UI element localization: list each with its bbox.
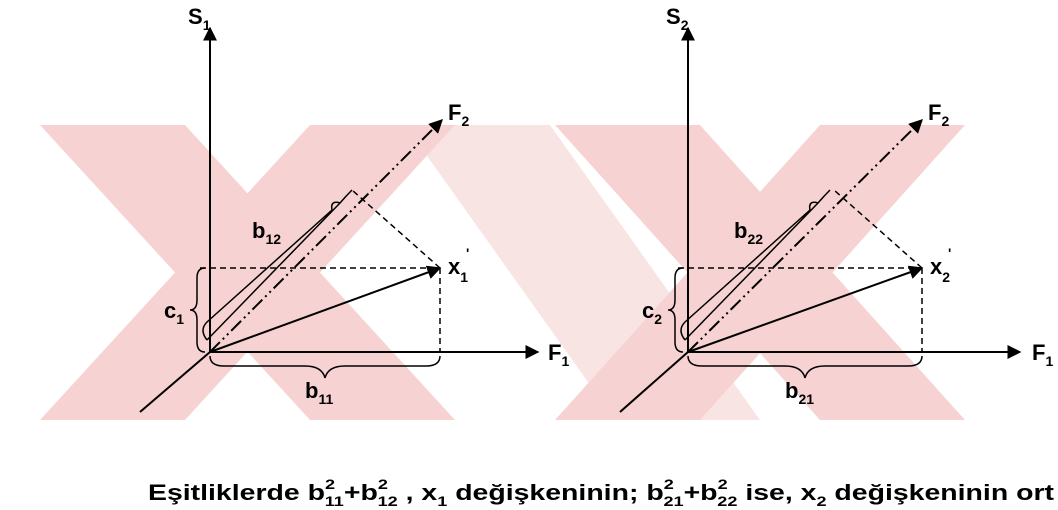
brace-b22 [680, 189, 831, 341]
label-s1: S1 [188, 4, 211, 33]
label-f1-right: F1 [1032, 340, 1053, 369]
label-b22: b22 [734, 218, 763, 247]
depth-axis-left [139, 351, 211, 413]
label-b21: b21 [785, 378, 814, 407]
right-diagram [619, 26, 1022, 413]
f2-axis-right [687, 119, 923, 353]
label-c2: c2 [642, 298, 662, 327]
depth-axis-right [619, 351, 689, 413]
label-f2-left: F2 [448, 100, 469, 129]
formula-2: b [646, 480, 663, 505]
brace-c1 [189, 267, 206, 353]
x1-vector [209, 265, 442, 353]
label-x1-prime: ' [466, 245, 469, 261]
watermark [40, 125, 965, 420]
f2-axis-left [209, 119, 443, 353]
formula-1: b [308, 480, 325, 505]
x2-vector [687, 265, 924, 353]
label-f1-left: F1 [548, 340, 569, 369]
label-b11: b11 [305, 378, 333, 407]
label-x1: x1 [448, 254, 468, 285]
label-x2-prime: ' [948, 245, 951, 261]
label-c1: c1 [164, 298, 184, 327]
brace-b21 [687, 355, 923, 379]
label-f2-right: F2 [928, 100, 949, 129]
label-b12: b12 [252, 218, 281, 247]
brace-c2 [667, 267, 684, 353]
brace-b11 [209, 355, 441, 379]
label-x2: x2 [930, 254, 950, 285]
brace-b12 [202, 189, 353, 341]
label-s2: S2 [666, 4, 689, 33]
left-diagram [139, 26, 540, 413]
